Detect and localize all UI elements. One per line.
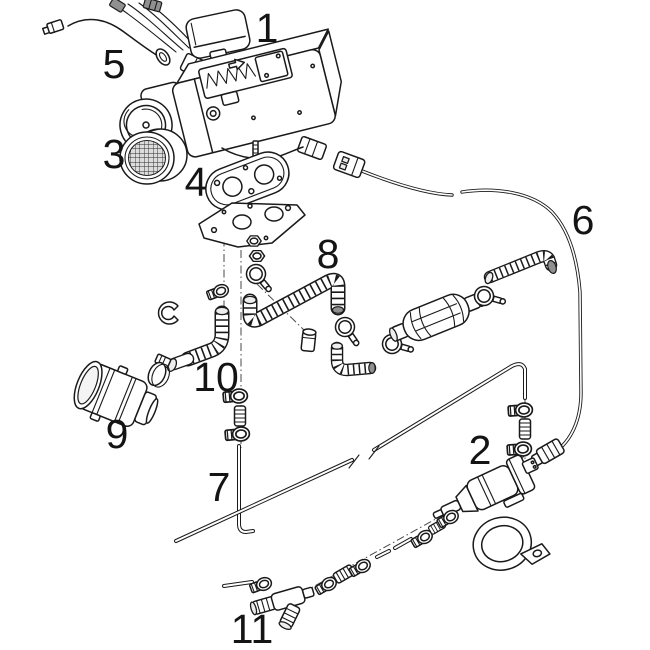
tank-tee	[249, 586, 315, 630]
harness-connector-small	[42, 19, 65, 35]
fuel-line	[174, 362, 527, 543]
heater-top-cover	[185, 9, 251, 60]
callout-numbers: 1 5 3 4 6 8 10 9 7 2 11	[103, 5, 595, 650]
callout-7: 7	[208, 464, 231, 510]
pipe-clamp	[243, 262, 277, 294]
harness-plug	[109, 0, 126, 13]
hose-stub	[233, 405, 247, 427]
intake-silencer	[73, 353, 172, 428]
harness-grommet	[155, 48, 171, 66]
pump-mount-clamp	[472, 516, 551, 571]
mounting-gasket	[205, 151, 290, 211]
hose-clamp	[507, 401, 534, 419]
callout-10: 10	[193, 354, 239, 400]
callout-9: 9	[106, 411, 129, 457]
break-ticks	[348, 445, 380, 469]
hose-opening	[330, 342, 344, 350]
harness-plug	[142, 0, 163, 13]
hose-clamp	[347, 556, 374, 580]
tank-tee-group	[222, 507, 462, 630]
intake-duct-group	[157, 281, 251, 444]
callout-11: 11	[231, 606, 274, 650]
duct-opening	[214, 306, 230, 316]
pump-cable	[297, 135, 583, 467]
bushing	[300, 328, 317, 353]
callout-6: 6	[572, 197, 595, 243]
heater-side-connector	[297, 135, 327, 161]
hose-opening	[331, 306, 345, 314]
worm-clamp	[147, 353, 172, 388]
callout-1: 1	[256, 5, 279, 51]
pump-line-clamps	[506, 401, 534, 458]
hex-nut	[246, 235, 262, 247]
hose-clamp	[247, 574, 274, 596]
callout-4: 4	[185, 159, 208, 205]
hose-opening	[484, 271, 494, 285]
c-clip	[157, 301, 179, 325]
mounting-plate	[198, 202, 306, 248]
callout-5: 5	[103, 41, 126, 87]
exhaust-air-group	[242, 250, 558, 377]
hose-clamp	[506, 440, 533, 458]
hose-opening	[243, 295, 257, 305]
hose-opening	[547, 260, 557, 274]
callout-8: 8	[317, 231, 340, 277]
hose-clamp	[223, 425, 251, 444]
hose-clamp	[204, 281, 231, 303]
callout-2: 2	[469, 427, 492, 473]
hex-nut	[248, 249, 266, 263]
fuel-metering-pump	[432, 454, 539, 519]
callout-3: 3	[103, 131, 126, 177]
hose-opening	[368, 362, 376, 375]
pipe-clamp	[470, 279, 509, 316]
direction-arrow-icon	[227, 58, 246, 71]
hose-stub	[518, 418, 532, 440]
cable-connector	[332, 150, 366, 179]
air-intake-grille	[119, 128, 188, 185]
